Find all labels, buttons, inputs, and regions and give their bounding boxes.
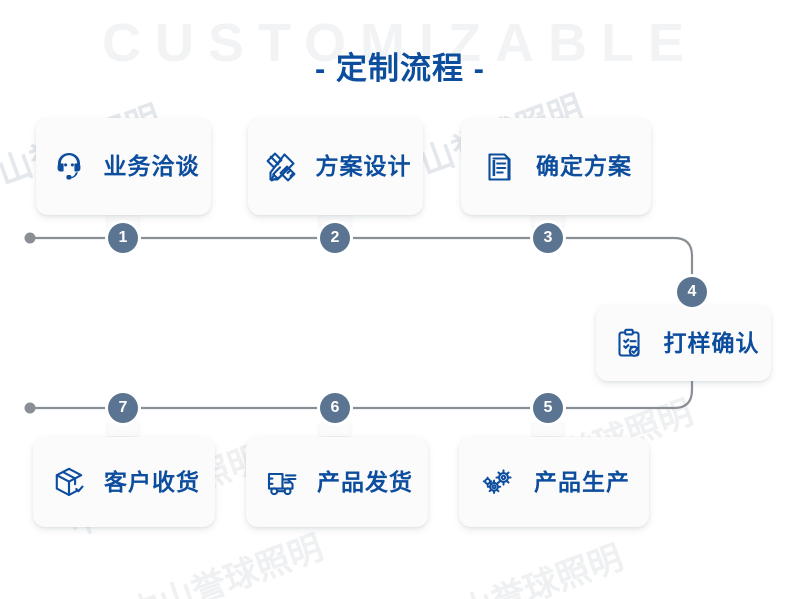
step-card-5[interactable]: 产品生产 bbox=[459, 437, 649, 527]
connector-path bbox=[28, 236, 694, 410]
step-marker-1[interactable]: 1 bbox=[108, 223, 138, 253]
step-card-2[interactable]: 方案设计 bbox=[248, 118, 423, 215]
card-tab bbox=[533, 420, 563, 436]
step-marker-3[interactable]: 3 bbox=[533, 223, 563, 253]
step-number: 1 bbox=[118, 229, 128, 246]
step-label: 产品生产 bbox=[534, 468, 630, 495]
step-label: 产品发货 bbox=[317, 468, 413, 495]
title-text: 定制流程 bbox=[336, 51, 464, 86]
step-number: 3 bbox=[543, 229, 553, 246]
step-label: 确定方案 bbox=[536, 153, 632, 179]
document-icon bbox=[480, 146, 522, 188]
step-card-6[interactable]: 产品发货 bbox=[246, 437, 428, 527]
step-number: 2 bbox=[330, 229, 340, 246]
truck-icon bbox=[261, 461, 303, 503]
step-card-3[interactable]: 确定方案 bbox=[461, 118, 651, 215]
card-tab bbox=[108, 420, 138, 436]
ghost-headline: CUSTOMIZABLE bbox=[102, 13, 698, 73]
step-number: 6 bbox=[330, 399, 340, 416]
title-dash-left: - bbox=[315, 51, 327, 86]
step-marker-4[interactable]: 4 bbox=[677, 277, 707, 307]
step-label: 客户收货 bbox=[104, 468, 200, 495]
card-tab bbox=[320, 420, 350, 436]
step-marker-2[interactable]: 2 bbox=[320, 223, 350, 253]
step-label: 打样确认 bbox=[663, 329, 760, 356]
title-dash-right: - bbox=[473, 51, 485, 86]
step-marker-7[interactable]: 7 bbox=[108, 393, 138, 423]
headset-icon bbox=[48, 146, 90, 188]
step-label: 业务洽谈 bbox=[103, 153, 200, 179]
step-label: 方案设计 bbox=[315, 153, 412, 179]
line-start-dot-bottom bbox=[24, 402, 36, 414]
step-card-4[interactable]: 打样确认 bbox=[596, 305, 771, 381]
pencil-ruler-icon bbox=[260, 146, 302, 188]
clipboard-check-icon bbox=[608, 322, 650, 364]
step-card-1[interactable]: 业务洽谈 bbox=[36, 118, 211, 215]
page-title: - 定制流程 - bbox=[0, 43, 800, 88]
step-number: 4 bbox=[687, 283, 697, 300]
step-card-7[interactable]: 客户收货 bbox=[33, 437, 215, 527]
step-number: 7 bbox=[118, 399, 128, 416]
step-number: 5 bbox=[543, 399, 553, 416]
step-marker-5[interactable]: 5 bbox=[533, 393, 563, 423]
package-check-icon bbox=[48, 461, 90, 503]
step-marker-6[interactable]: 6 bbox=[320, 393, 350, 423]
gears-icon bbox=[478, 461, 520, 503]
